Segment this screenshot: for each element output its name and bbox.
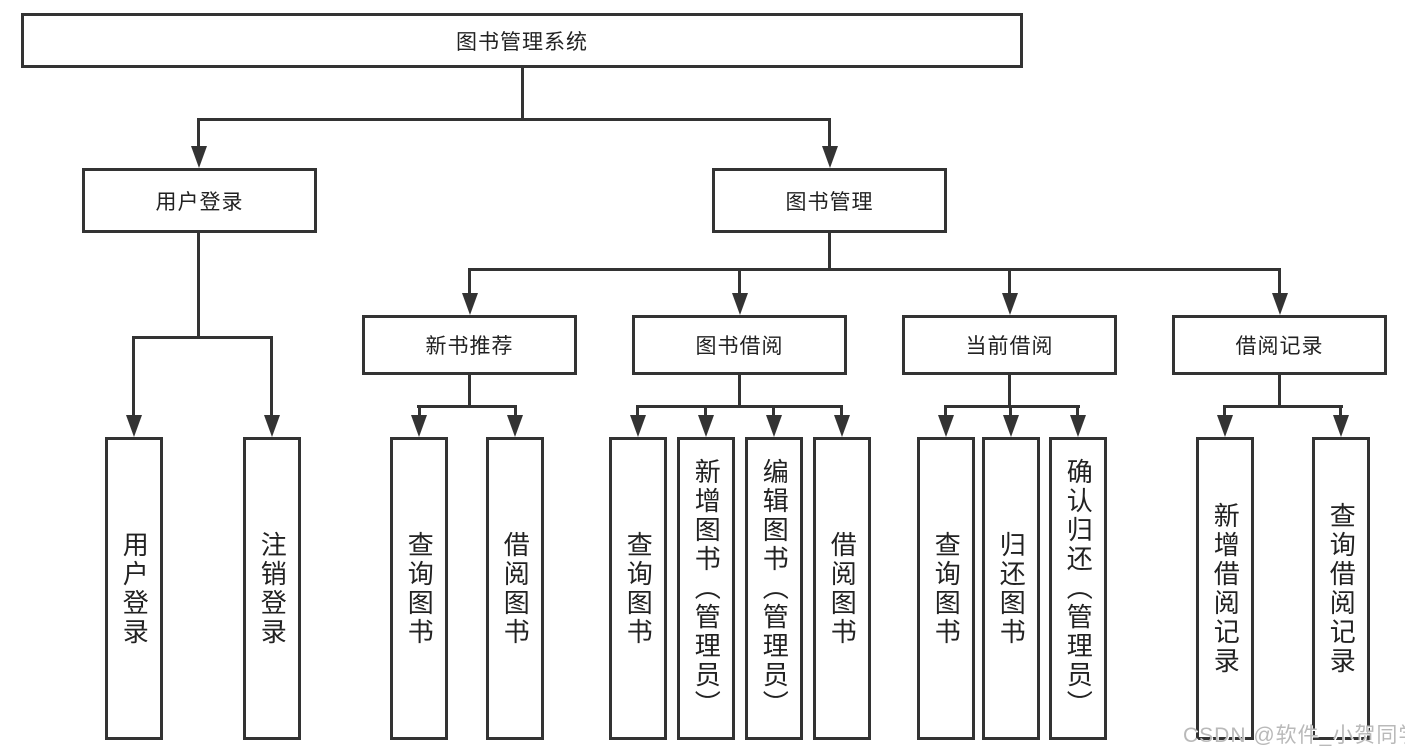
arrowhead-icon <box>462 293 478 315</box>
arrowhead-icon <box>1217 415 1233 437</box>
edge-user-login-split <box>132 336 273 339</box>
edge-arm-book-borrow <box>738 270 741 297</box>
leaf-add-borrow-record-label: 新增借阅记录 <box>1210 501 1241 676</box>
arrowhead-icon <box>264 415 280 437</box>
edge-arm-leaf <box>1009 407 1012 419</box>
edge-arm-leaf <box>1076 407 1079 419</box>
edge-arm-book-management <box>828 120 831 150</box>
arrowhead-icon <box>411 415 427 437</box>
leaf-borrow-books: 借阅图书 <box>813 437 871 740</box>
edge-borrow-records-stem <box>1278 375 1281 408</box>
edge-level3-split <box>468 268 1281 271</box>
arrowhead-icon <box>126 415 142 437</box>
leaf-add-books-admin: 新增图书（管理员） <box>677 437 735 740</box>
leaf-newbook-borrow-books: 借阅图书 <box>486 437 544 740</box>
arrowhead-icon <box>630 415 646 437</box>
leaf-borrow-query-books-label: 查询图书 <box>623 530 654 647</box>
edge-user-login-stem <box>197 233 200 338</box>
node-user-login-label: 用户登录 <box>155 190 244 214</box>
leaf-return-books: 归还图书 <box>982 437 1040 740</box>
leaf-edit-books-admin-label: 编辑图书（管理员） <box>759 458 790 719</box>
arrowhead-icon <box>1002 293 1018 315</box>
edge-arm-leaf <box>636 407 639 419</box>
node-root: 图书管理系统 <box>21 13 1023 68</box>
arrowhead-icon <box>698 415 714 437</box>
arrowhead-icon <box>507 415 523 437</box>
edge-root-stem <box>521 68 524 120</box>
leaf-return-books-label: 归还图书 <box>996 530 1027 647</box>
leaf-newbook-query-books: 查询图书 <box>390 437 448 740</box>
leaf-query-borrow-record: 查询借阅记录 <box>1312 437 1370 740</box>
leaf-edit-books-admin: 编辑图书（管理员） <box>745 437 803 740</box>
node-book-borrowing-label: 图书借阅 <box>695 335 784 358</box>
leaf-current-query-books-label: 查询图书 <box>931 530 962 647</box>
arrowhead-icon <box>766 415 782 437</box>
edge-current-borrow-stem <box>1008 375 1011 408</box>
edge-arm-borrow-records <box>1278 270 1281 297</box>
node-current-borrowing: 当前借阅 <box>902 315 1117 375</box>
edge-borrow-records-split <box>1223 405 1343 408</box>
leaf-confirm-return-admin: 确认归还（管理员） <box>1049 437 1107 740</box>
leaf-current-query-books: 查询图书 <box>917 437 975 740</box>
arrowhead-icon <box>1003 415 1019 437</box>
edge-arm-leaf <box>944 407 947 419</box>
edge-arm-leaf <box>704 407 707 419</box>
node-book-management: 图书管理 <box>712 168 947 233</box>
leaf-newbook-query-books-label: 查询图书 <box>404 530 435 647</box>
node-current-borrowing-label: 当前借阅 <box>965 335 1054 358</box>
leaf-borrow-query-books: 查询图书 <box>609 437 667 740</box>
edge-arm-logout <box>270 338 273 418</box>
leaf-confirm-return-admin-label: 确认归还（管理员） <box>1063 458 1094 719</box>
leaf-newbook-borrow-books-label: 借阅图书 <box>500 530 531 647</box>
edge-new-book-split <box>417 405 517 408</box>
leaf-logout: 注销登录 <box>243 437 301 740</box>
leaf-borrow-books-label: 借阅图书 <box>827 530 858 647</box>
edge-book-borrow-stem <box>738 375 741 408</box>
edge-arm-leaf <box>840 407 843 419</box>
edge-arm-leaf <box>418 407 421 419</box>
node-root-label: 图书管理系统 <box>456 30 588 54</box>
leaf-add-borrow-record: 新增借阅记录 <box>1196 437 1254 740</box>
leaf-add-books-admin-label: 新增图书（管理员） <box>691 458 722 719</box>
edge-arm-leaf <box>1339 407 1342 419</box>
node-book-borrowing: 图书借阅 <box>632 315 847 375</box>
arrowhead-icon <box>191 146 207 168</box>
node-borrowing-records-label: 借阅记录 <box>1235 335 1324 358</box>
edge-new-book-stem <box>468 375 471 408</box>
node-new-book-recommend: 新书推荐 <box>362 315 577 375</box>
leaf-user-login-label: 用户登录 <box>119 530 150 647</box>
node-book-management-label: 图书管理 <box>785 190 874 214</box>
node-borrowing-records: 借阅记录 <box>1172 315 1387 375</box>
edge-arm-leaf <box>514 407 517 419</box>
edge-arm-login <box>132 338 135 418</box>
edge-book-borrow-split <box>636 405 843 408</box>
edge-level2-split <box>197 118 831 121</box>
edge-arm-user-login <box>197 120 200 150</box>
arrowhead-icon <box>1272 293 1288 315</box>
arrowhead-icon <box>834 415 850 437</box>
edge-current-borrow-split <box>944 405 1080 408</box>
edge-arm-leaf <box>1223 407 1226 419</box>
arrowhead-icon <box>822 146 838 168</box>
arrowhead-icon <box>732 293 748 315</box>
leaf-user-login: 用户登录 <box>105 437 163 740</box>
node-user-login: 用户登录 <box>82 168 317 233</box>
edge-book-management-stem <box>828 233 831 271</box>
arrowhead-icon <box>938 415 954 437</box>
node-new-book-recommend-label: 新书推荐 <box>425 335 514 358</box>
edge-arm-new-book <box>468 270 471 297</box>
csdn-watermark: CSDN @软件_小贺同学 <box>1183 724 1405 747</box>
arrowhead-icon <box>1333 415 1349 437</box>
leaf-query-borrow-record-label: 查询借阅记录 <box>1326 501 1357 676</box>
arrowhead-icon <box>1070 415 1086 437</box>
edge-arm-leaf <box>772 407 775 419</box>
edge-arm-current-borrow <box>1008 270 1011 297</box>
leaf-logout-label: 注销登录 <box>257 530 288 647</box>
